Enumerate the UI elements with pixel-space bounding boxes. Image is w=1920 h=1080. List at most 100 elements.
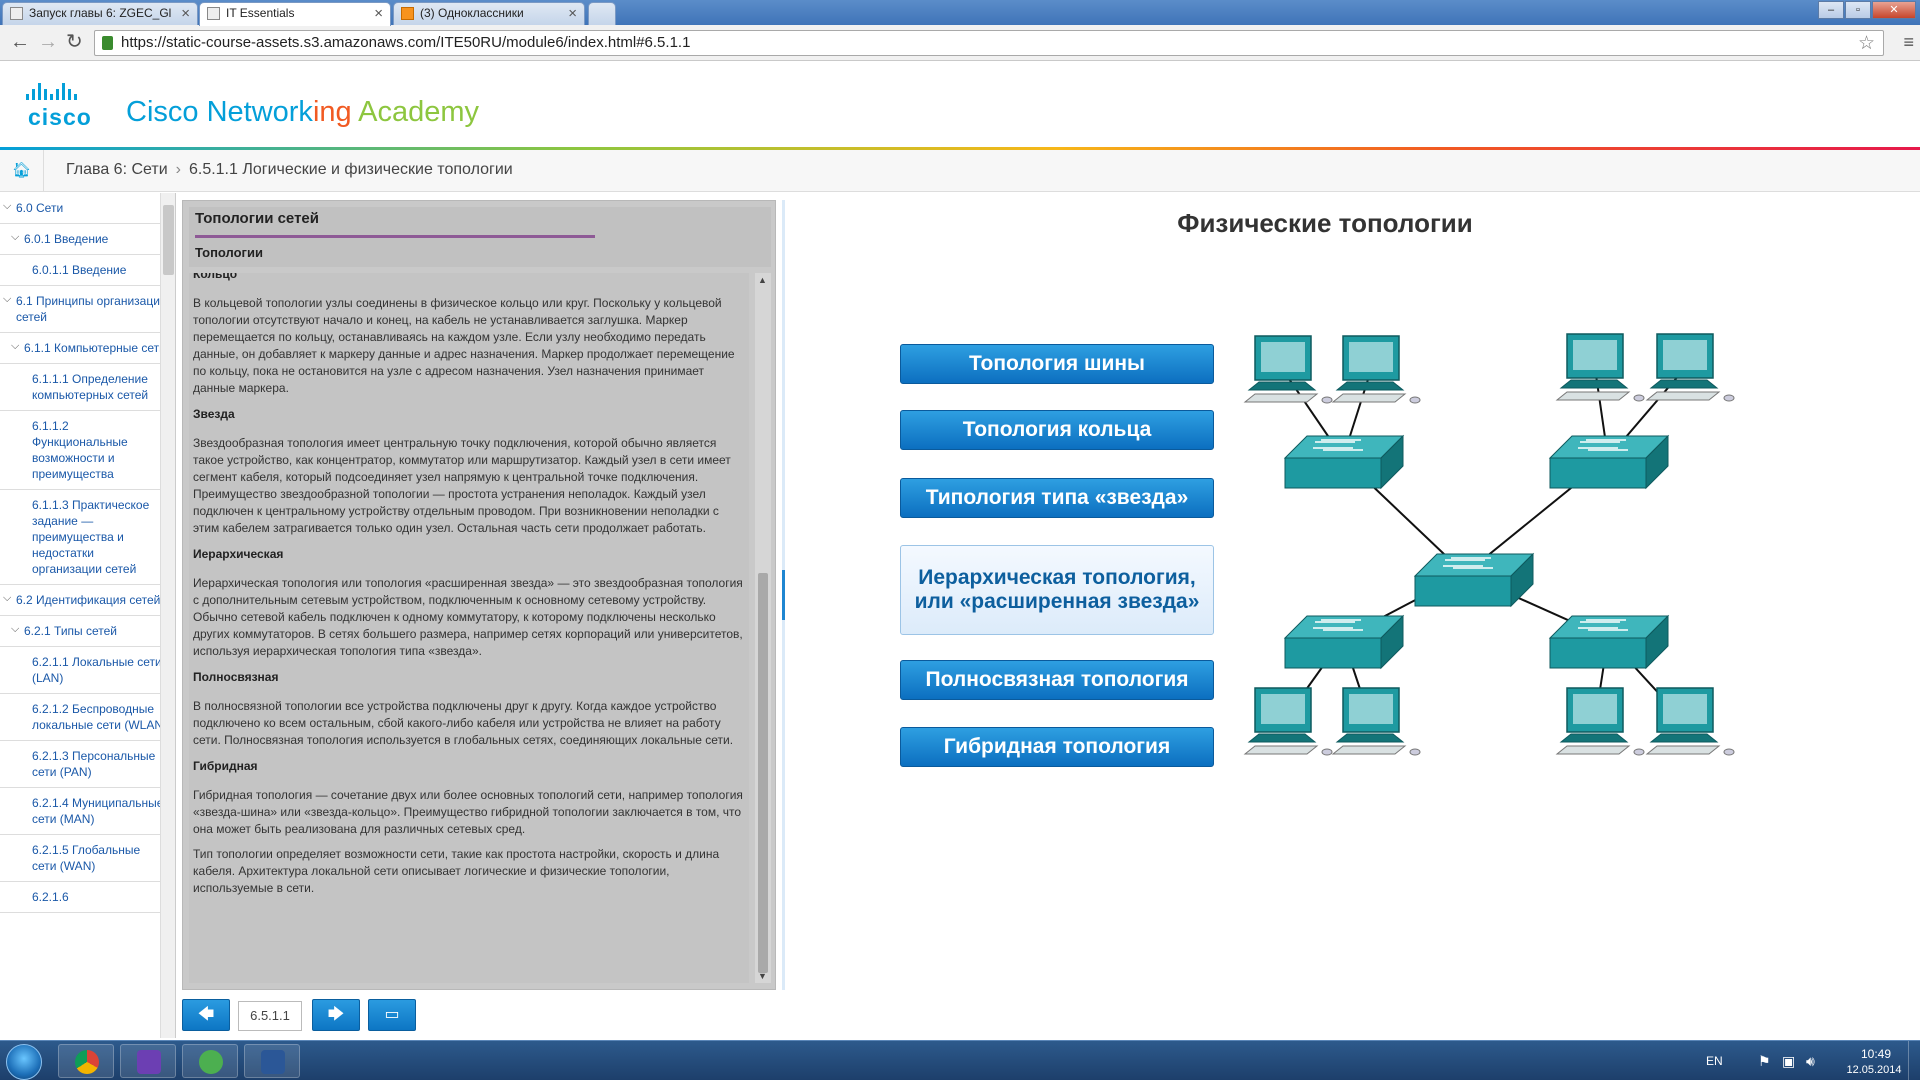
sidebar-item-label: 6.1.1 Компьютерные сети: [24, 341, 166, 355]
chevron-down-icon[interactable]: ⌵: [3, 293, 12, 305]
tab-odnoklassniki[interactable]: (3) Одноклассники ×: [393, 2, 585, 25]
brand-word: Cisco: [126, 96, 199, 128]
sidebar-item-label: 6.2.1.5 Глобальные сети (WAN): [32, 843, 141, 873]
sidebar-item[interactable]: ⌵ 6.1 Принципы организации сетей: [0, 286, 175, 333]
sidebar-item[interactable]: ⌵ 6.0 Сети: [0, 193, 175, 224]
chevron-down-icon[interactable]: ⌵: [3, 200, 12, 212]
chevron-down-icon[interactable]: ⌵: [11, 623, 20, 635]
topology-button[interactable]: Полносвязная топология: [900, 660, 1214, 700]
chrome-taskbar-button[interactable]: [58, 1044, 114, 1078]
section-paragraph: Гибридная топология — сочетание двух или…: [193, 788, 743, 836]
visual-studio-taskbar-button[interactable]: [120, 1044, 176, 1078]
forward-icon[interactable]: →: [38, 31, 58, 53]
section-heading: Кольцо: [193, 273, 238, 281]
extended-star-topology-diagram: [1243, 333, 1735, 756]
section-paragraph: Иерархическая топология или топология «р…: [193, 576, 743, 658]
menu-icon[interactable]: ≡: [1903, 32, 1914, 52]
chevron-down-icon[interactable]: ⌵: [3, 592, 12, 604]
home-icon[interactable]: 🏠︎: [0, 150, 44, 192]
close-tab-icon[interactable]: ×: [568, 5, 577, 22]
title-underline: [195, 235, 595, 238]
url-input[interactable]: https://static-course-assets.s3.amazonaw…: [94, 30, 1884, 56]
sidebar-scrollbar[interactable]: [160, 193, 175, 1038]
scroll-up-icon[interactable]: ▲: [758, 275, 767, 285]
tab-it-essentials[interactable]: IT Essentials ×: [199, 2, 391, 26]
sidebar-item[interactable]: 6.2.1.4 Муниципальные сети (MAN): [0, 788, 175, 835]
chevron-down-icon[interactable]: ⌵: [11, 340, 20, 352]
scroll-thumb[interactable]: [758, 573, 768, 973]
sidebar-item[interactable]: 6.0.1.1 Введение: [0, 255, 175, 286]
new-tab-button[interactable]: [588, 2, 616, 25]
panel-resizer[interactable]: [782, 200, 785, 990]
pc-icon: [1649, 379, 1719, 389]
chevron-down-icon[interactable]: ⌵: [11, 231, 20, 243]
toggle-view-button[interactable]: ▭: [368, 999, 416, 1031]
start-button[interactable]: [6, 1044, 42, 1080]
maximize-icon[interactable]: ▫: [1845, 1, 1871, 19]
volume-icon[interactable]: 🔊︎: [1806, 1053, 1815, 1069]
brand-title[interactable]: Cisco Networking Academy: [126, 96, 479, 129]
rainbow-divider: [0, 147, 1920, 150]
flag-icon[interactable]: ⚑: [1758, 1053, 1771, 1069]
sidebar-item-label: 6.2.1.1 Локальные сети (LAN): [32, 655, 162, 685]
topology-button[interactable]: Топология шины: [900, 344, 1214, 384]
sidebar-item[interactable]: 6.2.1.5 Глобальные сети (WAN): [0, 835, 175, 882]
pc-icon: [1335, 381, 1405, 391]
sidebar-item[interactable]: ⌵6.0.1 Введение: [0, 224, 175, 255]
language-indicator[interactable]: EN: [1706, 1054, 1723, 1068]
close-tab-icon[interactable]: ×: [374, 5, 383, 22]
word-taskbar-button[interactable]: [244, 1044, 300, 1078]
breadcrumb-chapter[interactable]: Глава 6: Сети: [66, 161, 168, 178]
sidebar-item-label: 6.0 Сети: [16, 201, 64, 215]
pc-icon: [1335, 733, 1405, 743]
topology-button[interactable]: Типология типа «звезда»: [900, 478, 1214, 518]
sidebar-item-label: 6.1 Принципы организации сетей: [16, 294, 167, 324]
sidebar-item[interactable]: 6.1.1.3 Практическое задание — преимущес…: [0, 490, 175, 585]
chevron-right-icon: ›: [175, 161, 181, 178]
sidebar-item[interactable]: 6.2.1.6: [0, 882, 175, 913]
clock-date[interactable]: 12.05.2014: [1846, 1064, 1902, 1076]
scroll-thumb[interactable]: [163, 205, 174, 275]
resize-handle[interactable]: [782, 570, 785, 620]
sidebar-item[interactable]: 6.1.1.1 Определение компьютерных сетей: [0, 364, 175, 411]
utorrent-taskbar-button[interactable]: [182, 1044, 238, 1078]
sidebar-item[interactable]: ⌵ 6.1.1 Компьютерные сети: [0, 333, 175, 364]
site-header: cisco Cisco Networking Academy: [0, 62, 1920, 148]
sidebar-item[interactable]: 6.2.1.3 Персональные сети (PAN): [0, 741, 175, 788]
sidebar-item[interactable]: ⌵6.2 Идентификация сетей: [0, 585, 175, 616]
sidebar-item-label: 6.1.1.3 Практическое задание — преимущес…: [32, 498, 150, 576]
tab-chapter-launch[interactable]: Запуск главы 6: ZGEC_Gl ×: [2, 2, 198, 25]
next-page-button[interactable]: 🡆: [312, 999, 360, 1031]
clock-time[interactable]: 10:49: [1860, 1047, 1892, 1061]
topology-button[interactable]: Гибридная топология: [900, 727, 1214, 767]
sidebar-item-label: 6.2.1.3 Персональные сети (PAN): [32, 749, 156, 779]
sidebar-item[interactable]: 6.2.1.2 Беспроводные локальные сети (WLA…: [0, 694, 175, 741]
lock-icon: [102, 36, 113, 50]
content-scrollbar[interactable]: ▲ ▼: [755, 273, 771, 983]
visual-studio-icon: [137, 1050, 161, 1074]
sidebar-item[interactable]: ⌵6.2.1 Типы сетей: [0, 616, 175, 647]
page-navigation: 🡄 6.5.1.1 🡆 ▭: [182, 999, 602, 1033]
network-icon[interactable]: ▣: [1782, 1053, 1796, 1069]
mouse-icon: [1633, 394, 1645, 402]
reload-icon[interactable]: ↻: [66, 31, 83, 53]
back-icon[interactable]: ←: [10, 31, 30, 53]
switch-icon: [1510, 552, 1534, 608]
scroll-down-icon[interactable]: ▼: [758, 971, 767, 981]
sidebar-item[interactable]: 6.1.1.2 Функциональные возможности и пре…: [0, 411, 175, 490]
previous-page-button[interactable]: 🡄: [182, 999, 230, 1031]
close-tab-icon[interactable]: ×: [181, 5, 190, 22]
pc-screen: [1663, 340, 1707, 370]
switch-icon: [1284, 457, 1382, 489]
section-paragraph: Звездообразная топология имеет центральн…: [193, 436, 731, 535]
bookmark-star-icon[interactable]: ☆: [1857, 33, 1875, 54]
show-desktop-button[interactable]: [1908, 1041, 1920, 1080]
sidebar-item[interactable]: 6.2.1.1 Локальные сети (LAN): [0, 647, 175, 694]
minimize-icon[interactable]: –: [1818, 1, 1844, 19]
topology-button[interactable]: Топология кольца: [900, 410, 1214, 450]
close-window-icon[interactable]: ✕: [1872, 1, 1916, 19]
topology-button-label: Топология кольца: [962, 418, 1152, 441]
topology-button[interactable]: Иерархическая топология, или «расширенна…: [900, 545, 1214, 635]
